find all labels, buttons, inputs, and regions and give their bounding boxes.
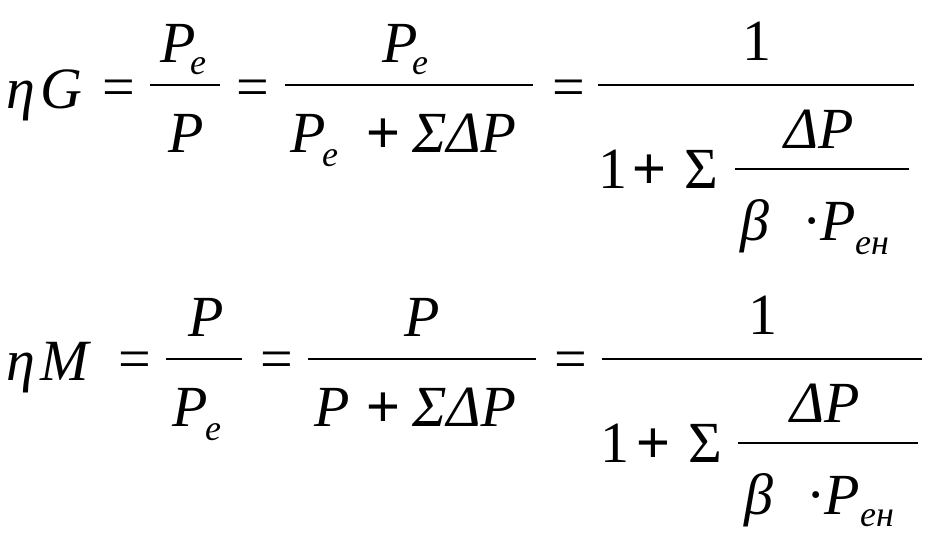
lhs-eta: η (6, 56, 35, 121)
lhs-letter: G (40, 56, 82, 121)
frac3-inner-bar (738, 442, 918, 444)
frac3-inner-bar (735, 168, 909, 170)
frac3-inner-numerator: ΔP (784, 96, 854, 161)
frac3-dot: · (802, 188, 822, 253)
equals-sign-1: = (102, 54, 135, 119)
frac2-plus: + (366, 100, 400, 165)
frac3-beta: β (740, 188, 769, 253)
frac1-denominator: P (172, 374, 208, 439)
frac2-numerator: P (404, 284, 440, 349)
frac3-beta: β (744, 462, 773, 527)
frac3-one: 1 (598, 136, 627, 201)
frac1-denominator-sub: e (205, 408, 221, 448)
frac3-inner-numerator: ΔP (790, 370, 860, 435)
frac2-denominator-p: P (290, 100, 326, 165)
equals-sign-1: = (118, 326, 151, 391)
frac3-bar (602, 358, 922, 360)
frac3-numerator: 1 (748, 282, 777, 347)
formula-efficiency-motor: η M = P P e = P P + ΣΔP = 1 1 + Σ ΔP β ·… (0, 270, 934, 535)
frac1-bar (166, 358, 242, 360)
frac2-numerator: P (382, 10, 418, 75)
frac2-bar (308, 358, 536, 360)
frac3-inner-p: P (820, 188, 856, 253)
frac1-numerator-sub: e (190, 42, 206, 82)
frac2-denominator-p: P (314, 374, 350, 439)
equals-sign-3: = (552, 54, 585, 119)
lhs-letter: M (40, 328, 89, 393)
frac3-inner-p: P (824, 462, 860, 527)
frac1-numerator: P (188, 284, 224, 349)
frac2-numerator-sub: e (412, 42, 428, 82)
frac3-inner-sub: ен (860, 494, 894, 534)
frac3-one: 1 (600, 410, 629, 475)
equals-sign-3: = (554, 326, 587, 391)
frac2-sum-delta-p: ΣΔP (412, 374, 516, 439)
frac1-denominator: P (168, 100, 204, 165)
frac3-dot: · (806, 462, 826, 527)
frac1-numerator: P (160, 10, 196, 75)
frac3-bar (598, 84, 914, 86)
lhs-eta: η (6, 328, 35, 393)
frac3-plus: + (632, 136, 666, 201)
frac1-bar (150, 84, 220, 86)
equals-sign-2: = (236, 54, 269, 119)
frac3-sigma: Σ (684, 136, 718, 201)
frac3-sigma: Σ (688, 410, 722, 475)
frac3-numerator: 1 (742, 8, 771, 73)
frac2-denominator-sub: e (322, 134, 338, 174)
equals-sign-2: = (260, 326, 293, 391)
frac2-sum-delta-p: ΣΔP (412, 100, 516, 165)
formula-efficiency-generator: η G = P e P = P e P e + ΣΔP = 1 1 + Σ ΔP… (6, 8, 914, 262)
frac2-bar (285, 84, 533, 86)
frac3-inner-sub: ен (855, 222, 889, 262)
frac2-plus: + (366, 374, 400, 439)
frac3-plus: + (636, 410, 670, 475)
